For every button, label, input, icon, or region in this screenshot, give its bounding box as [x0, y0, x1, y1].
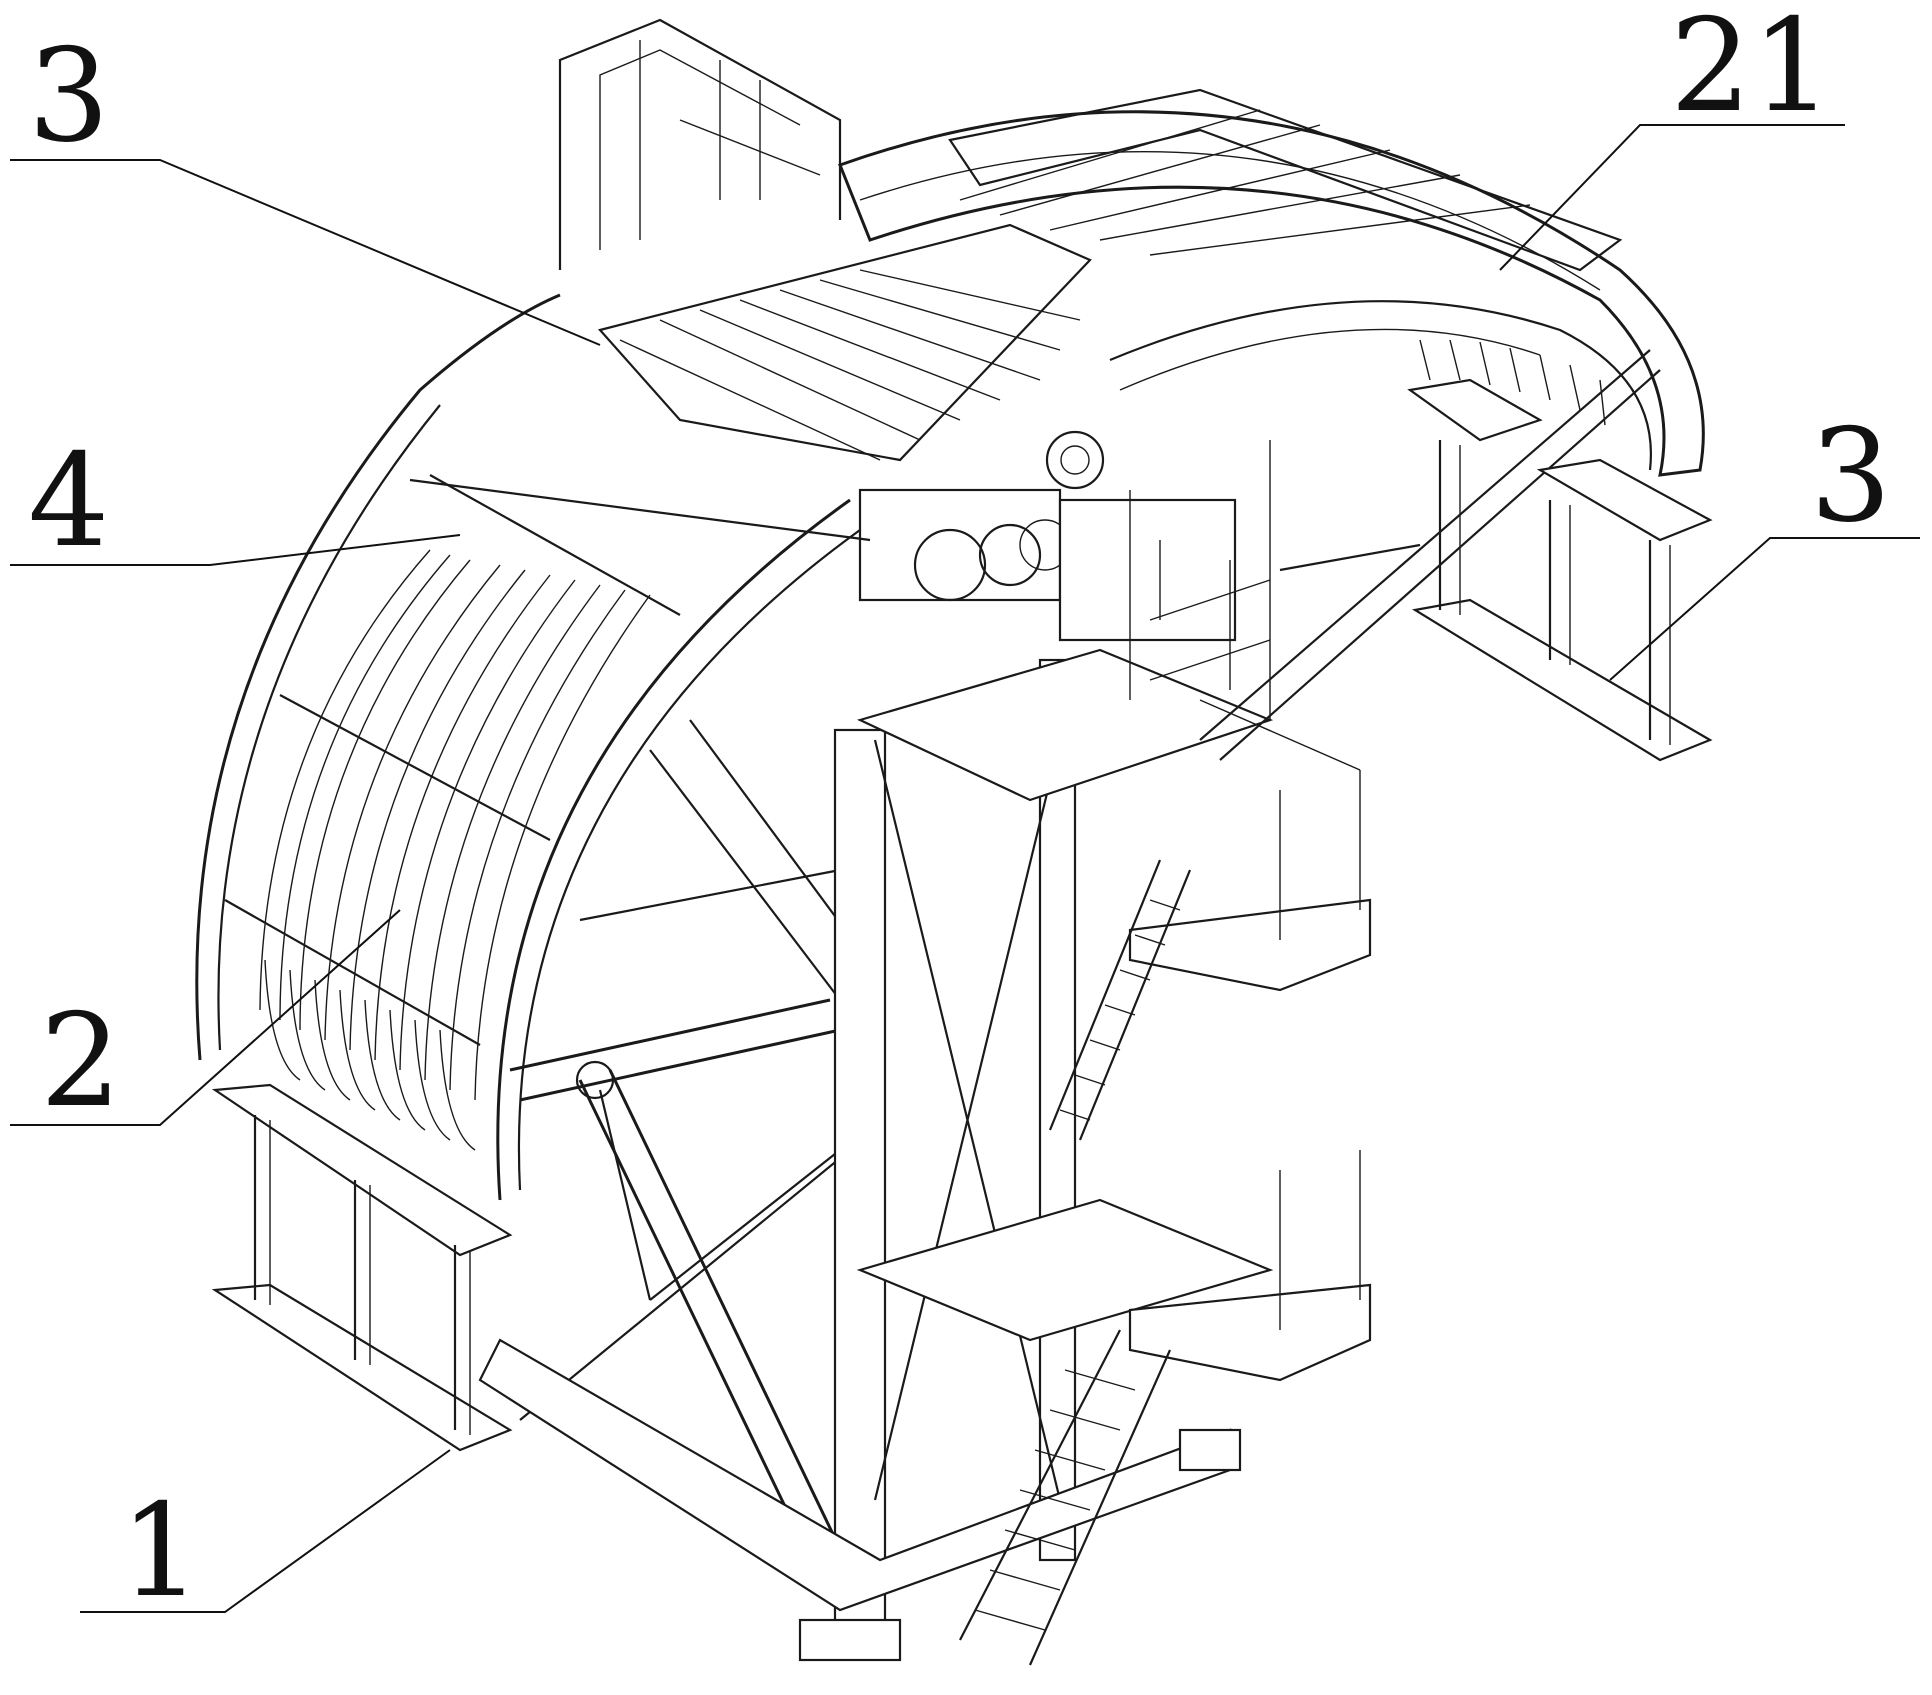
- callout-labels: 3 21 4 3 2 1: [28, 0, 1891, 1626]
- leader-4: [10, 534, 461, 566]
- leader-1: [80, 1449, 451, 1613]
- stairs-and-platforms: [856, 349, 1661, 1666]
- callout-label: 21: [1670, 0, 1833, 141]
- curved-screen-body: [195, 293, 871, 1201]
- callout-label: 1: [120, 1477, 201, 1626]
- leader-2: [10, 909, 401, 1126]
- callout-label: 3: [28, 22, 109, 171]
- callout-label: 2: [40, 987, 121, 1136]
- callout-label: 4: [28, 427, 109, 576]
- left-hanging-module: [211, 1083, 513, 1452]
- callout-label: 3: [1810, 402, 1891, 551]
- top-drive-platform: [558, 18, 1623, 642]
- callout-leaders: [10, 124, 1920, 1613]
- leader-3-right: [1609, 537, 1920, 681]
- leader-21: [1499, 124, 1845, 271]
- leader-3-top: [10, 159, 601, 346]
- support-frame: [478, 658, 1242, 1662]
- right-hanging-module: [1407, 378, 1713, 762]
